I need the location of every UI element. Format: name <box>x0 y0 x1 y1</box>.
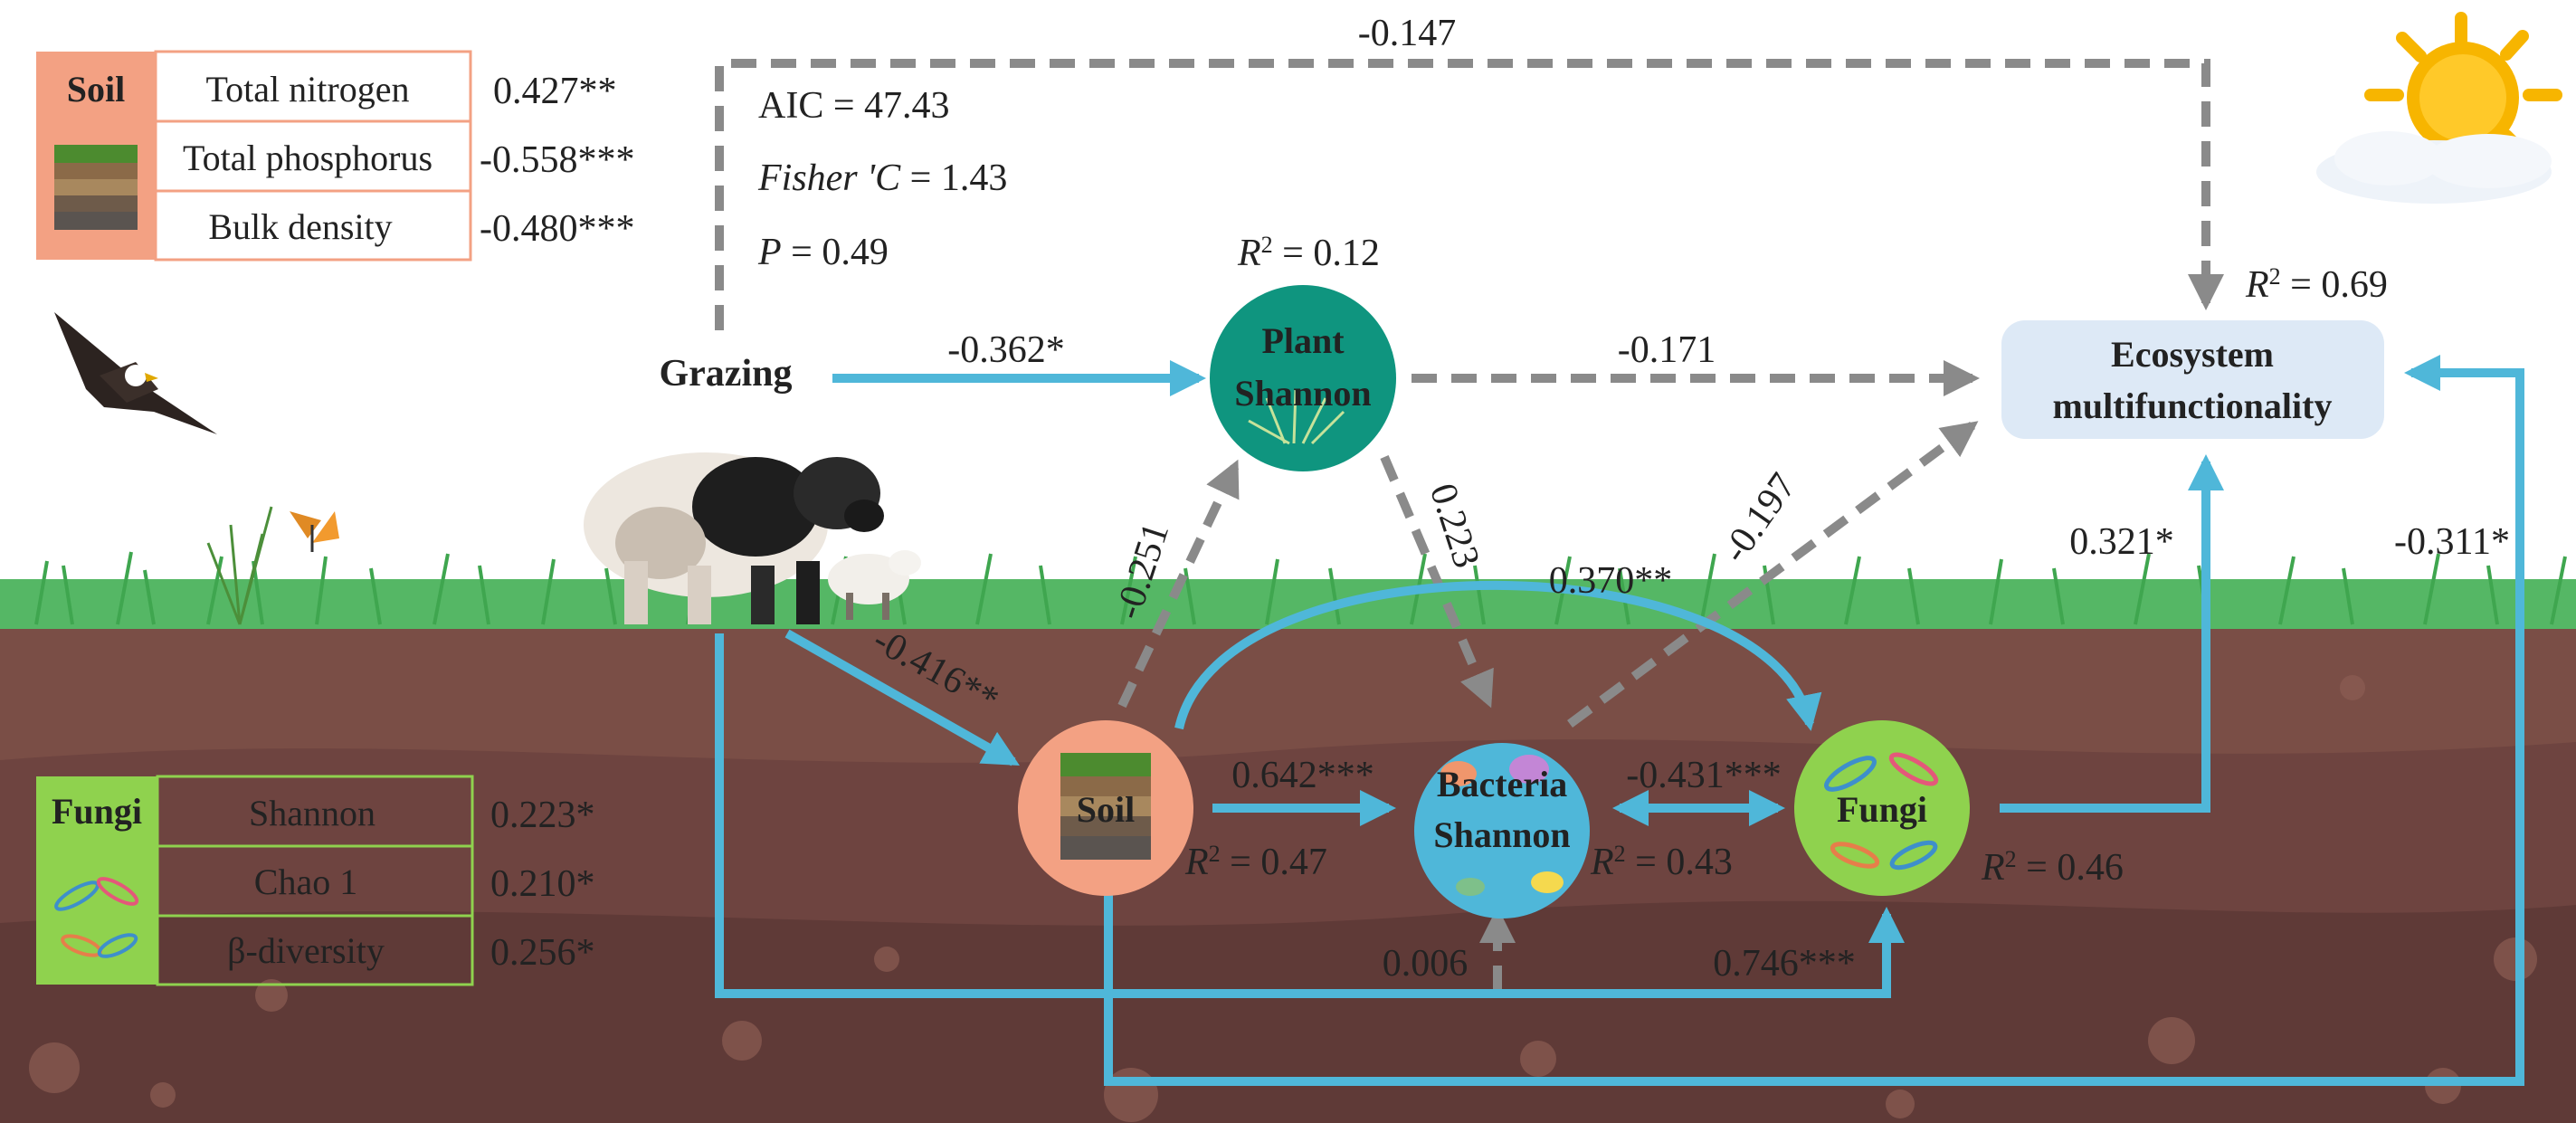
coef-grazing-bacteria: 0.006 <box>1383 943 1469 985</box>
coef-grazing-emf: -0.147 <box>1358 13 1457 54</box>
path-grazing-emf <box>715 59 2224 330</box>
fungi-row-name: Chao 1 <box>254 861 357 902</box>
r2-emf: R2 = 0.69 <box>2245 263 2388 307</box>
path-grazing-fungi <box>715 633 1905 998</box>
p-label: P = 0.49 <box>757 232 889 273</box>
r2-bacteria: R2 = 0.43 <box>1590 841 1733 884</box>
grazing-label: Grazing <box>660 353 793 395</box>
path-soil-fungi <box>1174 580 1822 731</box>
soil-row-name: Total nitrogen <box>206 69 410 109</box>
coef-grazing-fungi: 0.746*** <box>1713 943 1856 985</box>
sun-illustration <box>2316 12 2562 204</box>
soil-loadings-table: Soil Total nitrogen Total phosphorus Bul… <box>36 50 635 262</box>
eagle-illustration <box>54 312 217 434</box>
aic-label: AIC = 47.43 <box>758 85 950 127</box>
fungi-circle <box>1794 720 1970 896</box>
r2-soil: R2 = 0.47 <box>1184 841 1327 884</box>
coef-fungi-emf: 0.321* <box>2069 521 2174 563</box>
soil-row-name: Total phosphorus <box>183 138 433 178</box>
coef-soil-fungi: 0.370** <box>1549 560 1673 602</box>
path-plant-bacteria <box>1380 455 1494 709</box>
soil-row-value: -0.480*** <box>480 208 635 250</box>
bacteria-label-line2: Shannon <box>1433 814 1570 855</box>
fungi-icon <box>1824 752 1939 871</box>
bacteria-label-line1: Bacteria <box>1437 764 1567 804</box>
fungi-table-icon <box>54 877 139 958</box>
soil-table-icon <box>54 145 138 230</box>
plant-shannon-label-line2: Shannon <box>1234 373 1371 414</box>
fungi-label: Fungi <box>1837 789 1927 830</box>
node-plant-shannon: Plant Shannon <box>1210 285 1396 471</box>
node-fungi: Fungi <box>1794 720 1970 896</box>
r2-fungi: R2 = 0.46 <box>1981 846 2124 890</box>
significant-paths <box>715 355 2524 1086</box>
plant-sprig <box>206 506 273 625</box>
fisher-label: Fisher 'C = 1.43 <box>757 157 1007 199</box>
plant-shannon-label-line1: Plant <box>1261 320 1345 361</box>
bacteria-icon <box>1440 755 1564 896</box>
fungi-row-value: 0.223* <box>490 795 595 836</box>
path-soil-plant <box>1117 459 1240 709</box>
emf-box <box>2001 320 2384 439</box>
path-fungi-emf <box>2000 454 2224 813</box>
fungi-table-header-cell <box>36 776 157 985</box>
soil-layers-icon <box>1060 753 1151 860</box>
r2-plant: R2 = 0.12 <box>1237 232 1380 275</box>
path-soil-emf <box>1104 355 2524 1086</box>
sheep-illustration <box>828 550 921 620</box>
fungi-loadings-table: Fungi Shannon Chao 1 β-diversity 0.223* … <box>36 775 595 986</box>
model-fit-stats: AIC = 47.43 Fisher 'C = 1.43 P = 0.49 <box>757 85 1007 273</box>
path-bacteria-emf <box>1567 421 1979 728</box>
fungi-row-name: β-diversity <box>227 930 385 971</box>
fungi-row-name: Shannon <box>249 793 375 833</box>
emf-label-line1: Ecosystem <box>2111 334 2274 375</box>
fungi-row-value: 0.210* <box>490 863 595 905</box>
soil-row-value: -0.558*** <box>480 139 635 181</box>
coef-plant-emf: -0.171 <box>1618 329 1716 371</box>
soil-label: Soil <box>1077 789 1135 830</box>
node-bacteria-shannon: Bacteria Shannon <box>1414 743 1590 918</box>
yak-illustration <box>584 452 884 624</box>
fungi-table-title: Fungi <box>52 791 142 832</box>
nonsignificant-paths <box>715 59 2224 991</box>
soil-table-title: Soil <box>67 69 125 109</box>
node-ecosystem-multifunctionality: Ecosystem multifunctionality <box>2001 320 2384 439</box>
plant-grass-icon <box>1248 388 1345 445</box>
butterfly-illustration <box>290 511 339 552</box>
coef-bacteria-fungi: -0.431*** <box>1626 755 1782 796</box>
node-grazing: Grazing <box>660 353 793 395</box>
fungi-row-value: 0.256* <box>490 932 595 974</box>
soil-row-value: 0.427** <box>493 71 617 112</box>
path-grazing-soil <box>784 629 1020 766</box>
node-soil: Soil <box>1018 720 1193 896</box>
coef-grazing-plant: -0.362* <box>947 329 1065 371</box>
coef-soil-emf: -0.311* <box>2394 521 2510 563</box>
soil-row-name: Bulk density <box>208 206 392 247</box>
coef-soil-bacteria: 0.642*** <box>1231 755 1374 796</box>
emf-label-line2: multifunctionality <box>2053 385 2333 426</box>
ground-layer-deep <box>0 900 2576 1123</box>
